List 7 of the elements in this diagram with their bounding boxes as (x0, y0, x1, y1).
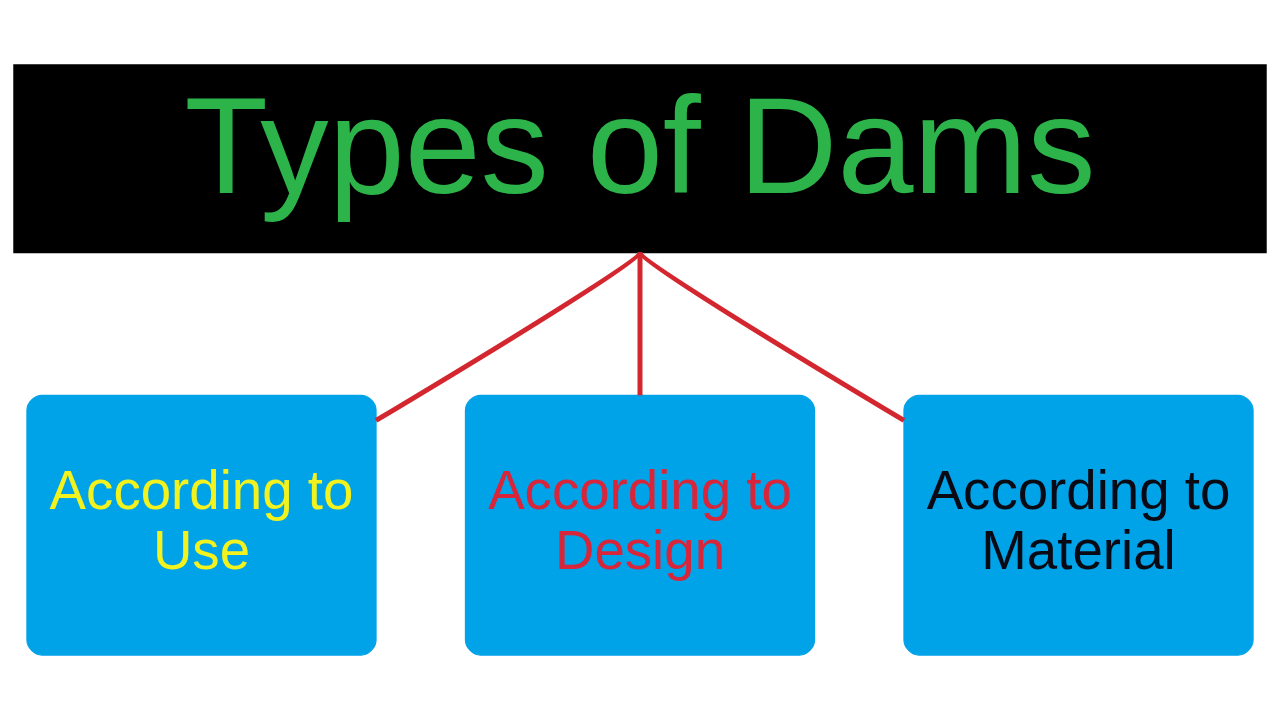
node-box: According to Use (26, 394, 377, 656)
node-box: According to Material (903, 394, 1254, 656)
node-box: According to Design (464, 394, 816, 656)
connector (637, 252, 643, 396)
node-box: Types of Dams (13, 64, 1267, 254)
connector (638, 251, 906, 423)
connector (374, 251, 642, 423)
